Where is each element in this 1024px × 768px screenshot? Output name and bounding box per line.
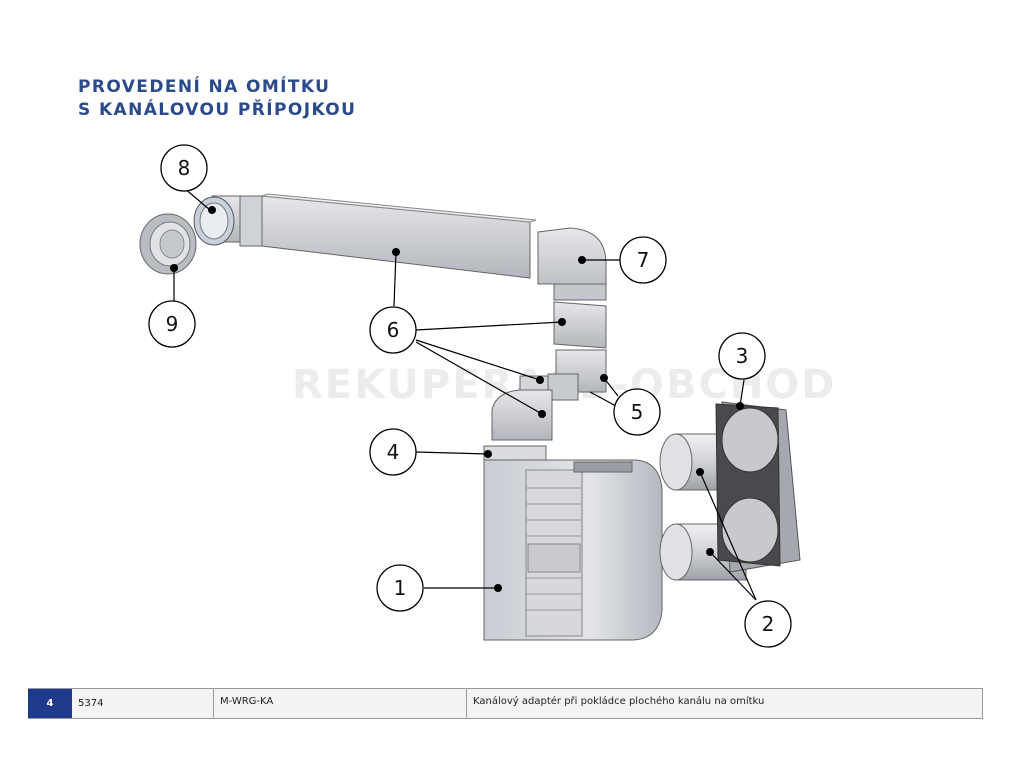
article-description: Kanálový adaptér při pokládce plochého k… (467, 689, 983, 718)
duct-adapter-parts (491, 349, 607, 441)
callout-5-label: 5 (631, 400, 644, 424)
callout-7-label: 7 (637, 248, 650, 272)
callout-8-label: 8 (178, 156, 191, 180)
callout-3-label: 3 (736, 344, 749, 368)
callout-7: 7 (619, 236, 667, 284)
callout-1-label: 1 (394, 576, 407, 600)
parts-table-row: 4 5374 M-WRG-KA Kanálový adaptér při pok… (28, 688, 983, 719)
duct-elbow-part (537, 227, 607, 301)
callout-6-label: 6 (387, 318, 400, 342)
page-number-badge: 4 (28, 689, 72, 718)
wall-mounting-plate-part (715, 401, 801, 573)
wall-pipe-parts (659, 433, 747, 581)
callout-4-label: 4 (387, 440, 400, 464)
callout-8: 8 (160, 144, 208, 192)
callout-9-label: 9 (166, 312, 179, 336)
callout-2-label: 2 (762, 612, 775, 636)
article-code: 5374 (72, 689, 214, 718)
leader-dots (170, 206, 744, 592)
article-name: M-WRG-KA (214, 689, 467, 718)
heading-line-1: PROVEDENÍ NA OMÍTKU (78, 77, 331, 97)
callout-6: 6 (369, 306, 417, 354)
leader-lines (173, 187, 757, 601)
callout-5: 5 (613, 388, 661, 436)
callout-4: 4 (369, 428, 417, 476)
section-heading: PROVEDENÍ NA OMÍTKU S KANÁLOVOU PŘÍPOJKO… (78, 76, 356, 122)
callout-9: 9 (148, 300, 196, 348)
flat-duct-long-part (239, 193, 537, 279)
ventilation-unit-body (483, 459, 663, 641)
callout-2: 2 (744, 600, 792, 648)
flat-duct-short-part (553, 301, 607, 349)
heading-line-2: S KANÁLOVOU PŘÍPOJKOU (78, 100, 357, 120)
round-grille-part (139, 213, 197, 275)
callout-1: 1 (376, 564, 424, 612)
callout-3: 3 (718, 332, 766, 380)
